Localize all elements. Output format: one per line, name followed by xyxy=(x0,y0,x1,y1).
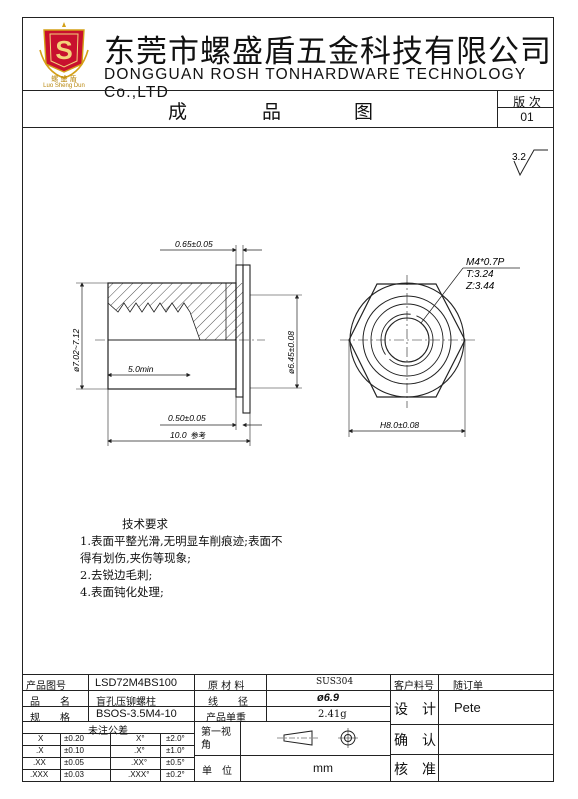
notes-item-4: 4.表面钝化处理; xyxy=(80,585,164,599)
roughness-value: 3.2 xyxy=(512,152,526,163)
product-no-value: LSD72M4BS100 xyxy=(95,677,177,689)
tol-row-3-d: ±0.5° xyxy=(166,758,185,767)
first-angle-projection-icon xyxy=(277,728,358,748)
tol-row-1-d: ±2.0° xyxy=(166,734,185,743)
company-name-cn: 东莞市螺盛盾五金科技有限公司 xyxy=(104,34,552,70)
roughness-symbol: 3.2 xyxy=(512,149,548,177)
notes-item-3: 2.去锐边毛刺; xyxy=(80,568,153,582)
wire-value: ø6.9 xyxy=(317,692,340,704)
wire-label: 线 径 xyxy=(208,697,248,708)
dim-flange-gap: 0.50±0.05 xyxy=(168,413,206,423)
tol-row-3-a: .XX xyxy=(33,758,46,767)
design-value: Pete xyxy=(454,700,481,715)
dim-thread-t: T:3.24 xyxy=(466,269,494,280)
product-no-label: 产品图号 xyxy=(26,681,66,692)
revision-value: 01 xyxy=(520,110,534,124)
side-section-view: 0.65±0.05 5.0min 0.50±0.05 10.0 参考 ø7.02… xyxy=(71,239,302,446)
material-value: SUS304 xyxy=(316,677,354,687)
name-value: 盲孔压铆螺柱 xyxy=(96,697,156,708)
tol-row-4-c: .XXX° xyxy=(128,770,150,779)
dim-body-diameter: ø7.02~7.12 xyxy=(71,328,81,372)
notes-heading: 技术要求 xyxy=(122,517,168,531)
logo-cn-text: 螺 盛 盾 xyxy=(51,75,77,83)
dim-total-length-suffix: 参考 xyxy=(191,430,206,440)
dim-hex-width: H8.0±0.08 xyxy=(380,420,419,430)
tolerance-header: 未注公差 xyxy=(88,726,128,737)
tol-row-4-d: ±0.2° xyxy=(166,770,185,779)
tol-row-2-c: .X° xyxy=(134,746,145,755)
technical-drawing: 3.2 0.65±0.05 5.0min 0.50±0.05 10.0 参 xyxy=(71,149,548,446)
tol-row-1-a: X xyxy=(38,734,44,743)
tol-row-2-d: ±1.0° xyxy=(166,746,185,755)
projection-angle-label: 第一视角 xyxy=(201,727,231,751)
revision-divider xyxy=(497,90,498,127)
revision-label: 版 次 xyxy=(513,95,541,109)
tol-row-3-b: ±0.05 xyxy=(64,758,84,767)
drawing-title-char-3: 图 xyxy=(354,101,374,123)
dim-thread-spec: M4*0.7P xyxy=(466,257,505,268)
drawing-frame xyxy=(22,17,554,782)
material-label: 原 材 料 xyxy=(208,681,245,692)
unit-value: mm xyxy=(313,761,333,775)
header-divider xyxy=(22,90,554,91)
dim-thread-z: Z:3.44 xyxy=(465,281,495,292)
company-name-en: DONGGUAN ROSH TONHARDWARE TECHNOLOGY Co.… xyxy=(104,66,527,101)
design-label: 设 计 xyxy=(394,702,436,718)
logo-emblem-icon: S xyxy=(39,22,89,79)
order-label: 随订单 xyxy=(453,681,483,692)
company-logo: S 螺 盛 盾 Luo Sheng Dun xyxy=(36,20,92,89)
revision-midline xyxy=(497,107,554,108)
logo-letter: S xyxy=(55,35,72,65)
spec-label: 规 格 xyxy=(30,713,70,724)
drawing-title-char-2: 品 xyxy=(262,101,282,123)
tol-row-2-a: .X xyxy=(36,746,44,755)
end-hex-view: M4*0.7P T:3.24 Z:3.44 H8.0±0.08 xyxy=(340,257,520,437)
weight-value: 2.41g xyxy=(318,709,347,720)
unit-label: 单 位 xyxy=(202,766,232,777)
notes-item-2: 得有划伤,夹伤等现象; xyxy=(80,551,192,565)
confirm-label: 确 认 xyxy=(394,733,436,749)
dim-thread-depth: 5.0min xyxy=(128,364,154,374)
tol-row-2-b: ±0.10 xyxy=(64,746,84,755)
title-divider xyxy=(22,127,554,128)
notes-item-1: 1.表面平整光滑,无明显车削痕迹;表面不 xyxy=(80,534,283,548)
name-label: 品 名 xyxy=(30,697,70,708)
dim-flange-thickness: 0.65±0.05 xyxy=(175,239,213,249)
weight-label: 产品单重 xyxy=(206,713,246,724)
tol-row-1-c: X° xyxy=(136,734,145,743)
dim-bore-diameter: ø6.45±0.08 xyxy=(286,331,296,374)
tol-row-4-b: ±0.03 xyxy=(64,770,84,779)
tol-row-3-c: .XX° xyxy=(131,758,148,767)
dim-total-length: 10.0 xyxy=(170,430,187,440)
customer-label: 客户料号 xyxy=(394,681,434,692)
spec-value: BSOS-3.5M4-10 xyxy=(96,708,177,720)
logo-en-text: Luo Sheng Dun xyxy=(43,83,85,89)
tol-row-4-a: .XXX xyxy=(30,770,49,779)
review-label: 核 准 xyxy=(394,762,436,778)
tol-row-1-b: ±0.20 xyxy=(64,734,84,743)
drawing-title-char-1: 成 xyxy=(168,101,188,123)
